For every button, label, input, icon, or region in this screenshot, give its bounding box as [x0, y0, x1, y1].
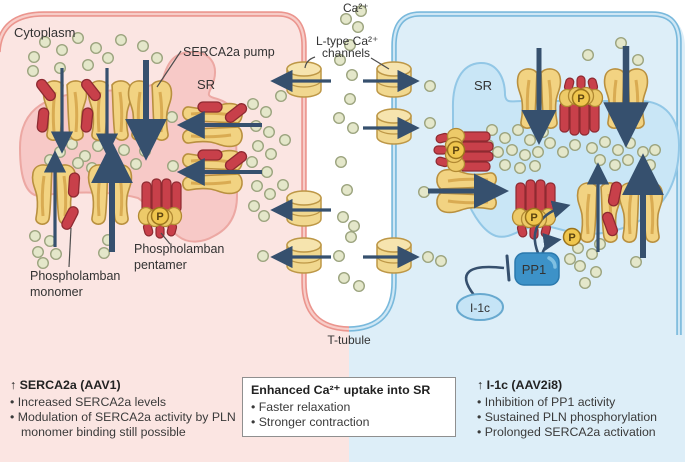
summary-uptake-bullet: Stronger contraction — [251, 415, 447, 430]
summary-uptake-bullet: Faster relaxation — [251, 400, 447, 415]
ltype-label-line2: channels — [322, 46, 370, 60]
serca-pump-label: SERCA2a pump — [183, 45, 275, 59]
i1c-molecule: I-1c — [456, 293, 504, 321]
ca-flux-arrows — [43, 46, 664, 269]
summary-serca2a: ↑ SERCA2a (AAV1) Increased SERCA2a level… — [10, 378, 248, 440]
summary-enhanced-uptake: Enhanced Ca²⁺ uptake into SR Faster rela… — [242, 377, 456, 437]
summary-i1c-bullet: Inhibition of PP1 activity — [477, 395, 685, 410]
monomer-label-line2: monomer — [30, 285, 83, 299]
pentamer-label-line1: Phospholamban — [134, 242, 224, 256]
leader-lines — [68, 50, 390, 268]
i1c-inhibition-bar — [505, 254, 511, 282]
monomer-label-line1: Phospholamban — [30, 269, 120, 283]
free-phosphate-badge — [562, 227, 582, 247]
summary-i1c-bullet: Prolonged SERCA2a activation — [477, 425, 685, 440]
summary-serca2a-bullet: Modulation of SERCA2a activity by PLN mo… — [10, 410, 248, 440]
t-tubule-label: T-tubule — [327, 333, 371, 347]
summary-i1c-bullet: Sustained PLN phosphorylation — [477, 410, 685, 425]
sr-right-label: SR — [474, 78, 492, 93]
i1c-label: I-1c — [470, 301, 490, 315]
summary-i1c-title: ↑ I-1c (AAV2i8) — [477, 378, 563, 392]
ltype-label-line1: L-type Ca²⁺ — [316, 34, 378, 48]
pp1-enzyme: PP1 — [514, 252, 560, 286]
pp1-label: PP1 — [522, 262, 547, 277]
left-cell-membrane — [0, 11, 350, 332]
summary-uptake-title: Enhanced Ca²⁺ uptake into SR — [251, 383, 431, 397]
pp1-signalling: PP1 I-1c — [456, 200, 582, 321]
right-cell-membrane — [348, 11, 682, 335]
ca-label: Ca²⁺ — [343, 1, 369, 15]
pentamer-label-line2: pentamer — [134, 258, 187, 272]
i1c-inhibition-line — [464, 265, 505, 296]
summary-i1c: ↑ I-1c (AAV2i8) Inhibition of PP1 activi… — [477, 378, 685, 440]
summary-serca2a-title: ↑ SERCA2a (AAV1) — [10, 378, 121, 392]
cytoplasm-label: Cytoplasm — [14, 25, 75, 40]
summary-serca2a-bullet: Increased SERCA2a levels — [10, 395, 248, 410]
sr-left-label: SR — [197, 77, 215, 92]
